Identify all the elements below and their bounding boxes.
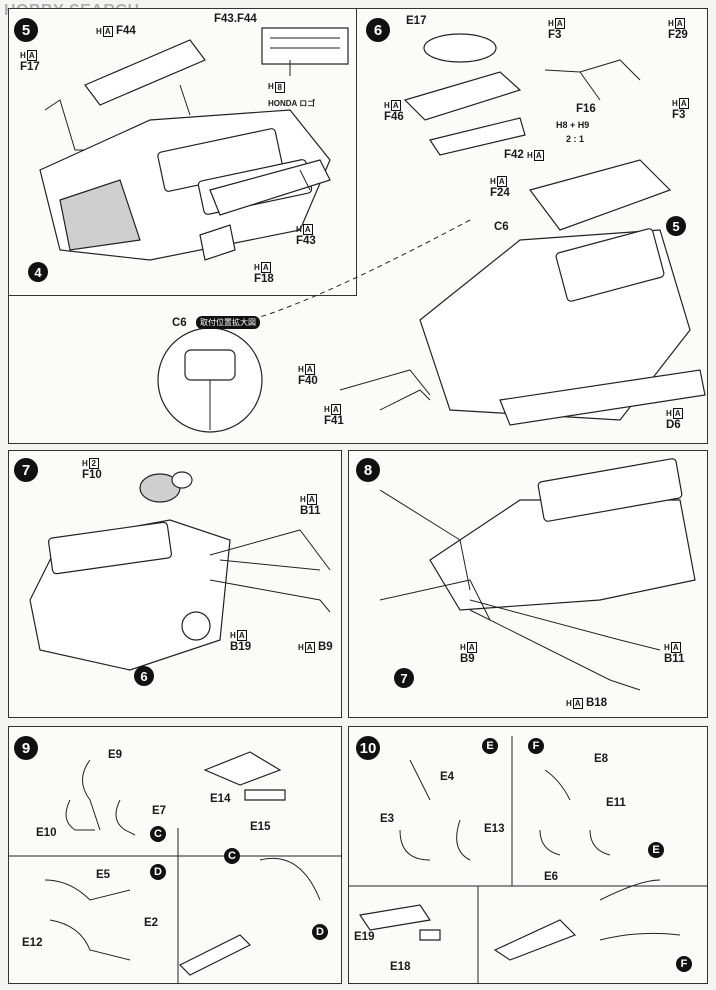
section-d: D (150, 864, 166, 880)
label-e8: E8 (594, 753, 609, 765)
c6-callout (157, 327, 263, 433)
exhaust-pipes-step9 (8, 751, 342, 984)
label-e4: E4 (440, 771, 455, 783)
label-f43f44: F43.F44 (214, 13, 257, 25)
engine-step7 (29, 471, 331, 671)
label-e19: E19 (354, 931, 375, 943)
callout-mount-detail: 取付位置拡大図 (196, 316, 260, 329)
label-c6: C6 (494, 221, 509, 233)
ref-step-4: 4 (28, 262, 48, 282)
exhaust-pipes-step10 (348, 736, 708, 984)
honda-logo-text: HONDA ロゴ (268, 99, 316, 108)
engine-step8 (379, 458, 696, 691)
label-e12: E12 (22, 937, 43, 949)
section-e-assembly: E (648, 842, 664, 858)
label-e14: E14 (210, 793, 231, 805)
label-e6: E6 (544, 871, 559, 883)
step-number-6: 6 (366, 18, 390, 42)
ratio-mix: H8 + H9 (556, 120, 590, 130)
label-e17: E17 (406, 15, 427, 27)
label-e2: E2 (144, 917, 159, 929)
inset-f43-f44 (261, 27, 349, 76)
section-f: F (528, 738, 544, 754)
step-number-9: 9 (14, 736, 38, 760)
label-e10: E10 (36, 827, 57, 839)
panel-step-9 (8, 726, 342, 984)
label-e15: E15 (250, 821, 271, 833)
label-f16: F16 (576, 103, 596, 115)
label-e11: E11 (606, 797, 626, 809)
section-e: E (482, 738, 498, 754)
step6-parts (249, 33, 706, 426)
ref-step-6: 6 (134, 666, 154, 686)
label-e18: E18 (390, 961, 411, 973)
label-c6-inset: C6 (172, 317, 187, 329)
ref-step-7: 7 (394, 668, 414, 688)
section-d-assembly: D (312, 924, 328, 940)
step-number-10: 10 (356, 736, 380, 760)
label-e7: E7 (152, 805, 167, 817)
section-c-assembly: C (224, 848, 240, 864)
label-e3: E3 (380, 813, 395, 825)
engine-block-step5 (39, 39, 331, 261)
ratio-value: 2 : 1 (566, 134, 585, 144)
step-number-8: 8 (356, 458, 380, 482)
label-e13: E13 (484, 823, 505, 835)
ref-step-5: 5 (666, 216, 686, 236)
step-number-7: 7 (14, 458, 38, 482)
label-e9: E9 (108, 749, 123, 761)
section-c: C (150, 826, 166, 842)
label-e5: E5 (96, 869, 111, 881)
section-f-assembly: F (676, 956, 692, 972)
step-number-5: 5 (14, 18, 38, 42)
